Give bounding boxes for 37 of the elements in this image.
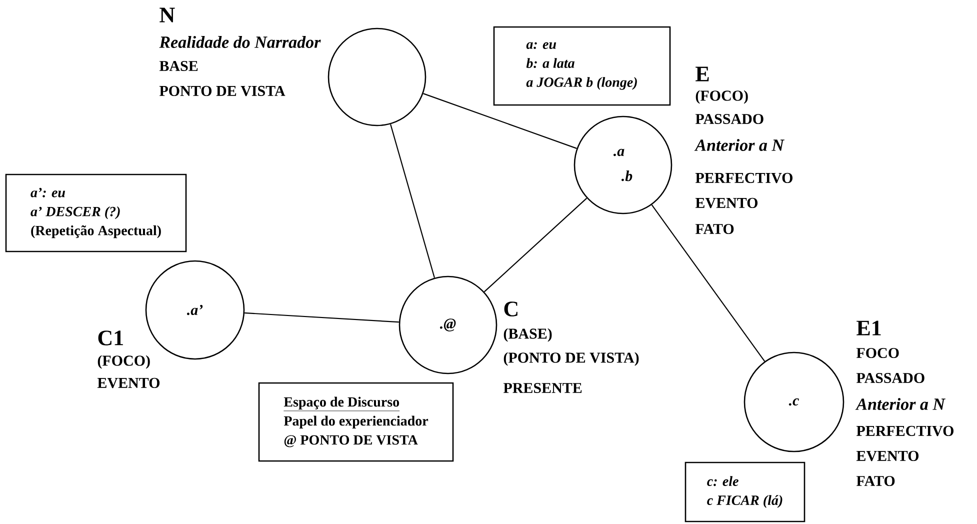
circle-node: .c [744, 352, 844, 452]
node-heading: C [504, 302, 518, 316]
note-box: c: ele c FICAR (lá) [684, 462, 806, 522]
node-label: PASSADO [856, 372, 924, 384]
node-label: EVENTO [856, 450, 919, 462]
node-label: FOCO [856, 348, 899, 358]
node-label: EVENTO [695, 198, 758, 208]
node-label: EVENTO [97, 378, 160, 388]
node-label: (BASE) [504, 328, 552, 342]
node-label: PRESENTE [503, 382, 582, 394]
node-label: PASSADO [695, 114, 764, 124]
node-label: Realidade do Narrador [159, 36, 321, 48]
node-label: PERFECTIVO [695, 172, 792, 184]
node-label: FATO [695, 224, 734, 234]
node-label: Anterior a N [855, 398, 946, 410]
node-label: (PONTO DE VISTA) [504, 352, 639, 366]
node-label: FATO [856, 476, 895, 486]
circle-node: .a .b [574, 116, 672, 214]
note-box: a’: eu a’ DESCER (?) (Repetição Aspectual) [5, 174, 187, 252]
node-heading: C1 [98, 330, 123, 346]
note-box: Espaço de Discurso Papel do experienciador @ PONTO DE VISTA [258, 382, 454, 462]
connector-line [423, 93, 577, 149]
circle-node: .@ [398, 276, 498, 374]
node-label: Anterior a N [694, 139, 784, 151]
connector-line [390, 124, 435, 278]
circle-node [328, 28, 426, 126]
connector-line [484, 198, 588, 292]
node-heading: E [696, 66, 709, 82]
connector-line [651, 204, 766, 362]
node-label: BASE [159, 60, 198, 72]
node-label: (FOCO) [696, 90, 748, 104]
node-label: PONTO DE VISTA [159, 86, 286, 96]
node-heading: E1 [856, 320, 881, 336]
node-heading: N [160, 8, 175, 22]
note-box: a: eu b: a lata a JOGAR b (longe) [493, 26, 671, 106]
connector-line [244, 312, 399, 323]
node-label: PERFECTIVO [856, 426, 954, 436]
